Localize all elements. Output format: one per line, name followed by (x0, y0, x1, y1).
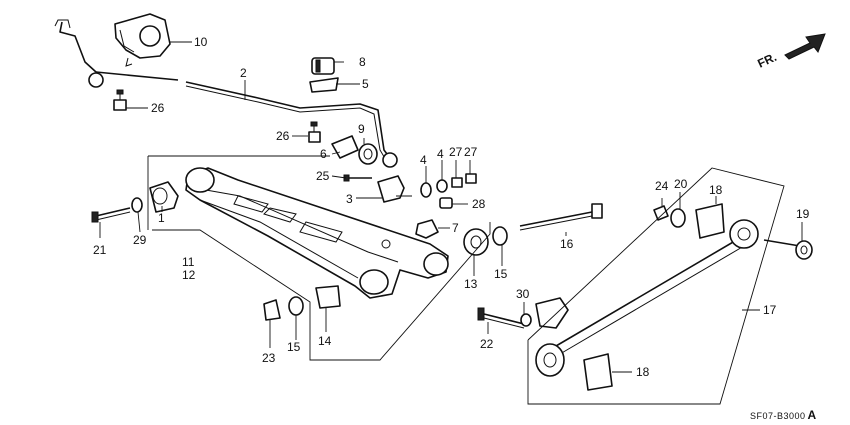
callout-7: 7 (452, 221, 459, 235)
lateral-link-bushings (583, 203, 725, 391)
callout-16: 16 (560, 237, 574, 251)
callout-1: 1 (158, 211, 165, 225)
callout-20: 20 (674, 177, 688, 191)
callout-25: 25 (316, 169, 330, 183)
lateral-link-bracket (477, 297, 569, 329)
bushing-clamp-assembly (309, 57, 339, 93)
callout-29: 29 (133, 233, 147, 247)
assembly-frames (147, 155, 785, 405)
callout-9: 9 (358, 122, 365, 136)
callout-22: 22 (480, 337, 494, 351)
arm-rear-bushing (463, 226, 508, 256)
arm-front-bushing (91, 181, 179, 223)
callout-6: 6 (320, 147, 327, 161)
callout-26-upper: 26 (151, 101, 165, 115)
stabilizer-bar (54, 19, 398, 168)
bolt-26-upper (113, 89, 127, 111)
callout-26-middle: 26 (276, 129, 290, 143)
callout-24: 24 (655, 179, 669, 193)
lateral-link (535, 219, 759, 377)
callout-11: 11 (182, 255, 195, 269)
stabilizer-bracket (114, 13, 171, 67)
callout-18-upper: 18 (709, 183, 723, 197)
self-locking-nut (415, 219, 439, 239)
leader-lines (99, 41, 803, 373)
callout-5: 5 (362, 77, 369, 91)
bolt-26-middle (308, 121, 321, 143)
link-bracket (343, 174, 412, 203)
callout-15-right: 15 (494, 267, 508, 281)
callout-19: 19 (796, 207, 810, 221)
trailing-arm (185, 167, 449, 299)
front-direction-label: FR. (755, 50, 778, 71)
adjust-bolt-set (653, 205, 813, 260)
callout-17: 17 (763, 303, 777, 317)
callout-8: 8 (359, 55, 366, 69)
callout-13: 13 (464, 277, 478, 291)
part-callouts: 1 2 3 4 4 5 6 7 8 9 10 11 12 13 14 15 15… (93, 35, 810, 379)
callout-12: 12 (182, 268, 196, 282)
callout-23: 23 (262, 351, 276, 365)
callout-18-lower: 18 (636, 365, 650, 379)
callout-3: 3 (346, 192, 353, 206)
callout-2: 2 (240, 66, 247, 80)
long-bolt (519, 203, 603, 231)
washers-and-nuts (420, 173, 477, 209)
callout-4-right: 4 (437, 147, 444, 161)
callout-4-left: 4 (420, 153, 427, 167)
callout-21: 21 (93, 243, 107, 257)
front-direction-arrow-icon (784, 33, 826, 60)
lower-bushing-set (263, 285, 341, 321)
callout-30: 30 (516, 287, 530, 301)
callout-27-left: 27 (449, 145, 463, 159)
callout-27-right: 27 (464, 145, 478, 159)
callout-28: 28 (472, 197, 486, 211)
callout-14: 14 (318, 334, 332, 348)
callout-10: 10 (194, 35, 208, 49)
callout-15-lower: 15 (287, 340, 301, 354)
